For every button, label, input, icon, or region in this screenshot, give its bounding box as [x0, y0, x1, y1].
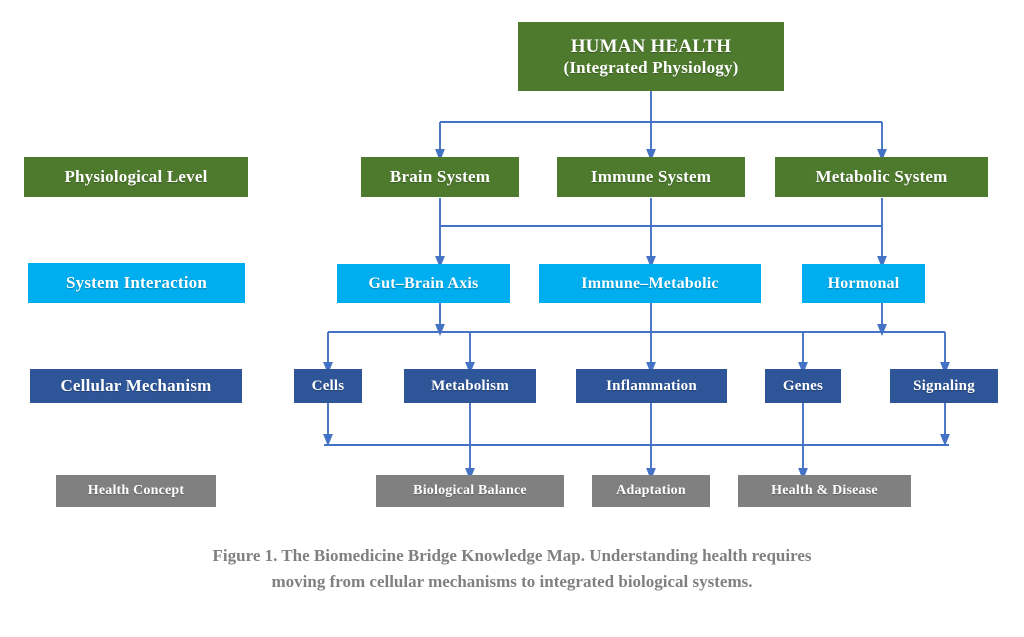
node-human-health[interactable]: HUMAN HEALTH (Integrated Physiology): [518, 22, 784, 91]
node-hormonal-label: Hormonal: [827, 274, 900, 292]
node-gut-brain-axis[interactable]: Gut–Brain Axis: [337, 264, 510, 303]
node-metabolic-system[interactable]: Metabolic System: [775, 157, 988, 197]
node-health-and-disease[interactable]: Health & Disease: [738, 475, 911, 507]
node-genes[interactable]: Genes: [765, 369, 841, 403]
node-human-health-title: HUMAN HEALTH: [570, 36, 732, 58]
node-gut-brain-axis-label: Gut–Brain Axis: [368, 274, 479, 292]
node-biological-balance[interactable]: Biological Balance: [376, 475, 564, 507]
node-inflammation-label: Inflammation: [606, 377, 697, 394]
figure-caption-line-2: moving from cellular mechanisms to integ…: [271, 571, 753, 591]
node-biological-balance-label: Biological Balance: [413, 483, 527, 499]
node-human-health-subtitle: (Integrated Physiology): [563, 57, 739, 77]
node-metabolic-system-label: Metabolic System: [815, 167, 948, 187]
node-immune-system[interactable]: Immune System: [557, 157, 745, 197]
node-genes-label: Genes: [782, 377, 824, 394]
node-immune-metabolic[interactable]: Immune–Metabolic: [539, 264, 761, 303]
node-adaptation[interactable]: Adaptation: [592, 475, 710, 507]
node-metabolism[interactable]: Metabolism: [404, 369, 536, 403]
row-label-health-concept-text: Health Concept: [87, 483, 185, 499]
node-metabolism-label: Metabolism: [431, 377, 509, 394]
row-label-system-interaction[interactable]: System Interaction: [28, 263, 245, 303]
node-adaptation-label: Adaptation: [616, 483, 686, 499]
row-label-cellular-mechanism-text: Cellular Mechanism: [60, 376, 212, 396]
node-health-and-disease-label: Health & Disease: [771, 483, 878, 499]
node-signaling[interactable]: Signaling: [890, 369, 998, 403]
row-label-cellular-mechanism[interactable]: Cellular Mechanism: [30, 369, 242, 403]
node-inflammation[interactable]: Inflammation: [576, 369, 727, 403]
node-cells-label: Cells: [311, 377, 345, 394]
node-signaling-label: Signaling: [913, 377, 975, 394]
node-cells[interactable]: Cells: [294, 369, 362, 403]
node-hormonal[interactable]: Hormonal: [802, 264, 925, 303]
row-label-physiological-level-text: Physiological Level: [64, 167, 208, 187]
node-brain-system[interactable]: Brain System: [361, 157, 519, 197]
node-immune-metabolic-label: Immune–Metabolic: [581, 274, 719, 292]
node-immune-system-label: Immune System: [590, 167, 712, 187]
row-label-system-interaction-text: System Interaction: [66, 273, 207, 293]
figure-caption: Figure 1. The Biomedicine Bridge Knowled…: [80, 543, 944, 594]
row-label-physiological-level[interactable]: Physiological Level: [24, 157, 248, 197]
row-label-health-concept[interactable]: Health Concept: [56, 475, 216, 507]
node-brain-system-label: Brain System: [389, 167, 491, 187]
figure-caption-line-1: Figure 1. The Biomedicine Bridge Knowled…: [212, 546, 812, 565]
